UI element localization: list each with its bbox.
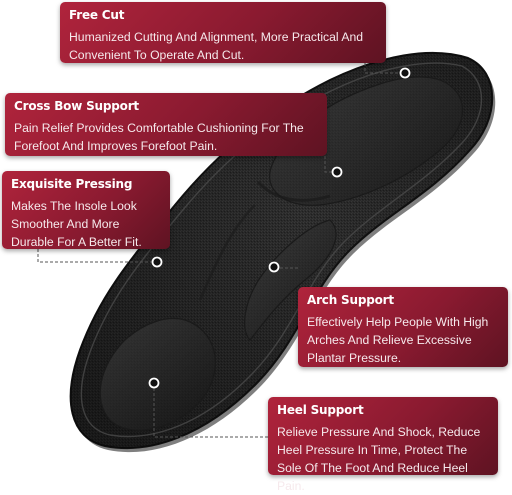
free-cut-title: Free Cut (69, 8, 125, 22)
arch-support-text: Effectively Help People With High Arches… (307, 315, 489, 365)
cross-bow-title: Cross Bow Support (14, 99, 139, 113)
marker-dots (148, 67, 411, 389)
cross-bow-callout: Cross Bow Support Pain Relief Provides C… (5, 93, 327, 156)
exquisite-pressing-callout: Exquisite Pressing Makes The Insole Look… (2, 171, 170, 249)
marker-cross-bow (331, 166, 343, 178)
insole-illustration (37, 51, 496, 453)
leader-lines (37, 63, 405, 438)
free-cut-callout: Free Cut Humanized Cutting And Alignment… (60, 2, 386, 63)
cross-bow-text: Pain Relief Provides Comfortable Cushion… (14, 121, 304, 153)
arch-support-title: Arch Support (307, 293, 394, 307)
marker-heel (148, 377, 160, 389)
marker-exquisite (151, 256, 163, 268)
marker-free-cut (399, 67, 411, 79)
heel-support-text: Relieve Pressure And Shock, Reduce Heel … (277, 425, 481, 493)
exquisite-pressing-title: Exquisite Pressing (11, 177, 133, 191)
free-cut-text: Humanized Cutting And Alignment, More Pr… (69, 30, 364, 62)
insole (69, 51, 496, 453)
arch-support-callout: Arch Support Effectively Help People Wit… (298, 287, 508, 367)
exquisite-pressing-text: Makes The Insole Look Smoother And More … (11, 199, 142, 249)
heel-support-callout: Heel Support Relieve Pressure And Shock,… (268, 397, 498, 493)
marker-arch (268, 261, 280, 273)
heel-support-title: Heel Support (277, 403, 364, 417)
